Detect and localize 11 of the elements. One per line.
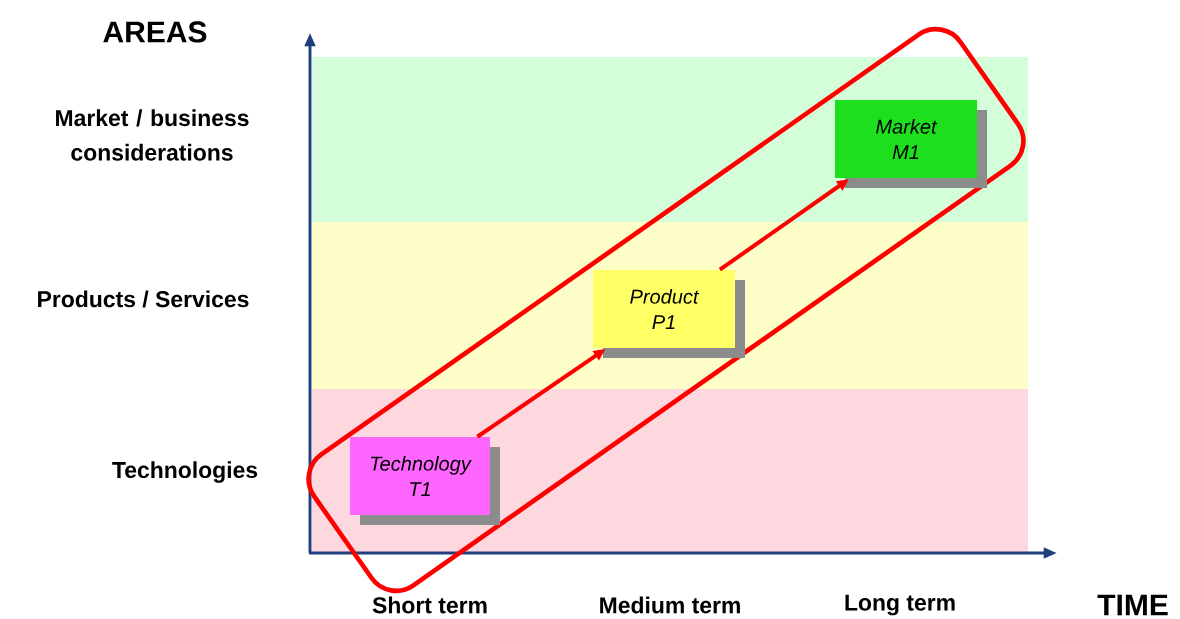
column-label: Long term	[845, 594, 955, 616]
column-label: Short term	[372, 596, 487, 614]
row-label: Technologies	[112, 461, 258, 483]
sticky-note: Product P1	[593, 270, 745, 358]
axis-title: AREAS	[103, 21, 207, 43]
row-label: Market / business considerations	[56, 109, 249, 161]
column-label: Medium term	[600, 596, 740, 614]
sticky-note: Technology T1	[350, 437, 500, 525]
axis-title: TIME	[1097, 594, 1168, 616]
row-label: Products / Services	[38, 290, 249, 308]
sticky-note: Market M1	[835, 100, 987, 188]
